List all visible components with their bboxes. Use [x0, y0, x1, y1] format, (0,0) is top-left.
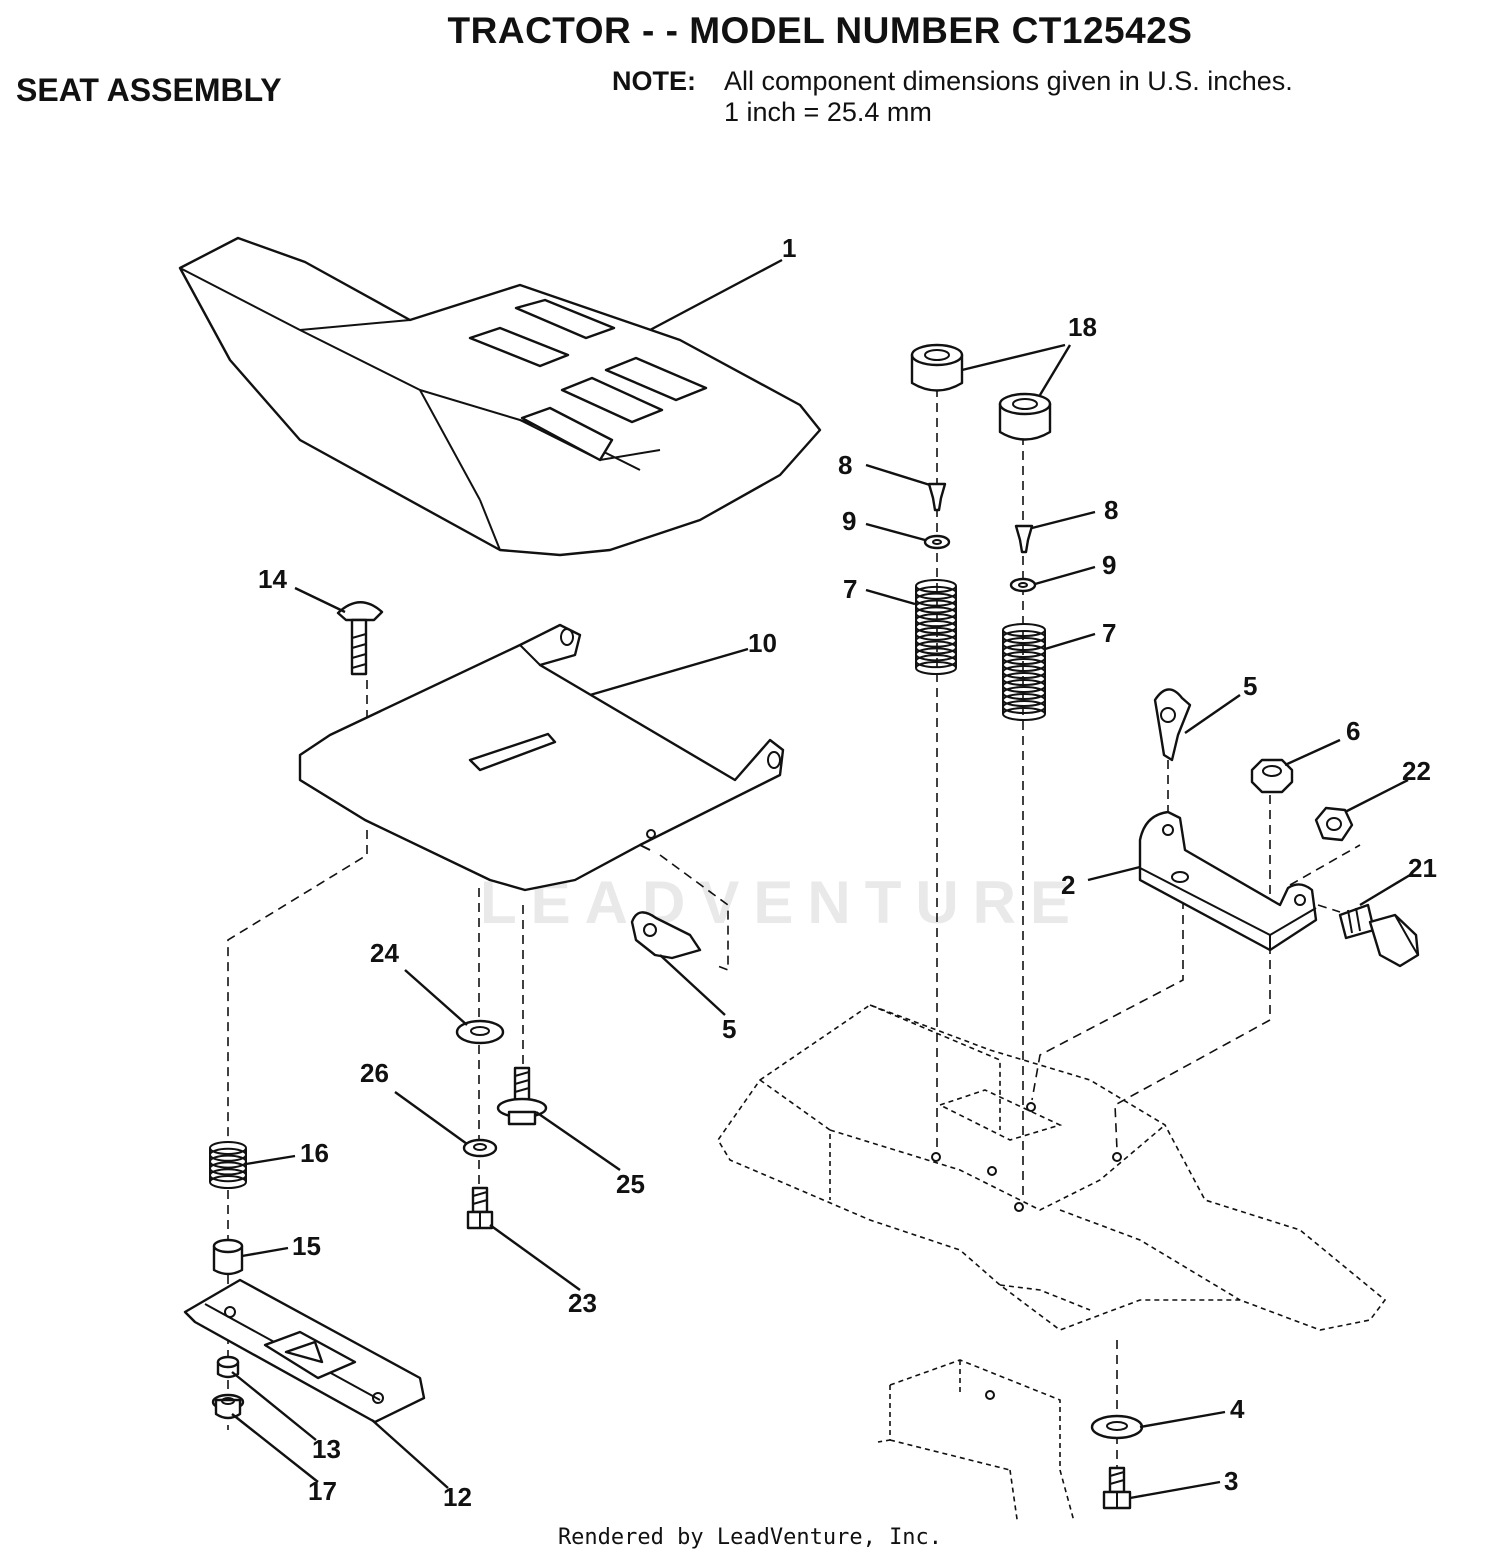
callout-3: 3 — [1224, 1466, 1238, 1496]
callout-12: 12 — [443, 1482, 472, 1512]
bushings — [910, 343, 1052, 441]
seat-springs — [915, 579, 1046, 721]
pins — [927, 482, 1034, 554]
lock-washer — [462, 1138, 498, 1158]
callout-9-left: 9 — [842, 506, 856, 536]
callout-13: 13 — [312, 1434, 341, 1464]
callout-7-left: 7 — [843, 574, 857, 604]
flat-washer-24 — [455, 1019, 505, 1045]
callout-18: 18 — [1068, 312, 1097, 342]
callout-23: 23 — [568, 1288, 597, 1318]
washers-small — [923, 534, 1037, 593]
callout-15: 15 — [292, 1231, 321, 1261]
hex-nut — [1250, 758, 1294, 794]
callout-numbers: 1 18 8 9 7 8 9 7 14 10 5 6 22 2 21 24 5 … — [258, 233, 1437, 1512]
callout-26: 26 — [360, 1058, 389, 1088]
dimension-note: NOTE: All component dimensions given in U… — [612, 66, 1293, 128]
exploded-parts-diagram: 1 18 8 9 7 8 9 7 14 10 5 6 22 2 21 24 5 … — [178, 233, 1437, 1520]
callout-2: 2 — [1061, 870, 1075, 900]
flange-nut — [211, 1393, 245, 1420]
callout-6: 6 — [1346, 716, 1360, 746]
callout-9-right: 9 — [1102, 550, 1116, 580]
flat-washer-4 — [1090, 1414, 1144, 1440]
callout-8-left: 8 — [838, 450, 852, 480]
tractor-frame-outline — [717, 1004, 1387, 1520]
callout-17: 17 — [308, 1476, 337, 1506]
hex-bolt-3 — [1102, 1466, 1132, 1510]
clip-left — [630, 911, 702, 960]
note-label: NOTE: — [612, 66, 696, 96]
callout-16: 16 — [300, 1138, 329, 1168]
spacer — [212, 1238, 244, 1276]
seat — [178, 236, 822, 557]
flange-bolt — [496, 1066, 548, 1126]
callout-14: 14 — [258, 564, 287, 594]
page-title: TRACTOR - - MODEL NUMBER CT12542S — [447, 10, 1193, 51]
callout-5-right: 5 — [1243, 671, 1257, 701]
note-line-1: All component dimensions given in U.S. i… — [724, 66, 1293, 96]
shoulder-bolt — [1338, 903, 1420, 968]
callout-25: 25 — [616, 1169, 645, 1199]
callout-1: 1 — [782, 233, 796, 263]
callout-24: 24 — [370, 938, 399, 968]
assembly-subtitle: SEAT ASSEMBLY — [16, 72, 282, 108]
note-line-2: 1 inch = 25.4 mm — [724, 97, 932, 127]
carriage-bolt — [336, 601, 384, 676]
seat-bracket — [1138, 810, 1318, 952]
hex-bolt-23 — [466, 1186, 494, 1230]
callout-22: 22 — [1402, 756, 1431, 786]
lock-nut — [1314, 806, 1354, 842]
watermark: LEADVENTURE — [480, 869, 1085, 936]
callout-10: 10 — [748, 628, 777, 658]
spring-16 — [209, 1141, 247, 1189]
clip-right — [1153, 688, 1192, 762]
callout-21: 21 — [1408, 853, 1437, 883]
slide-plate — [183, 1278, 426, 1424]
callout-4: 4 — [1230, 1394, 1245, 1424]
alignment-lines — [227, 388, 1361, 1475]
callout-5-left: 5 — [722, 1014, 736, 1044]
callout-7-right: 7 — [1102, 618, 1116, 648]
seat-pan — [298, 623, 785, 892]
leader-lines — [231, 258, 1411, 1500]
footer-credit: Rendered by LeadVenture, Inc. — [557, 1525, 943, 1550]
callout-8-right: 8 — [1104, 495, 1118, 525]
